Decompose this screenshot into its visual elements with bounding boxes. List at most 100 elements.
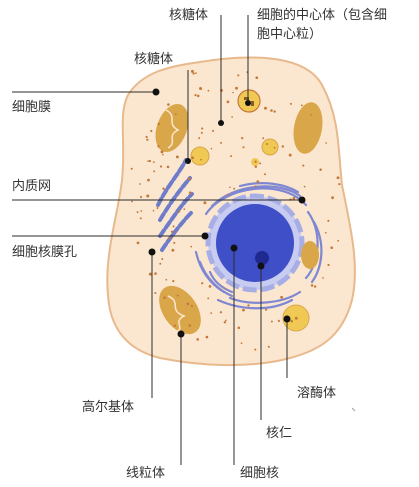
ribosome-dot xyxy=(195,72,197,74)
ribosome-dot xyxy=(290,103,292,105)
ribosome-dot xyxy=(254,349,256,351)
ribosome-dot xyxy=(176,155,179,158)
ribosome-dot xyxy=(145,136,147,138)
ribosome-dot xyxy=(157,145,159,147)
ribosome-dot xyxy=(201,132,203,134)
ribosome-dot xyxy=(293,197,296,200)
anchor-centrosome xyxy=(245,100,251,106)
ribosome-dot xyxy=(274,147,276,149)
ribosome-dot xyxy=(153,170,155,172)
ribosome-dot xyxy=(183,208,185,210)
ribosome-dot xyxy=(171,231,173,233)
nucleus-body xyxy=(216,204,294,282)
ribosome-dot xyxy=(198,137,200,139)
ribosome-dot xyxy=(172,225,174,227)
anchor-ribosome-upper xyxy=(185,158,191,164)
anchor-golgi xyxy=(149,249,156,256)
decor-mark xyxy=(352,408,355,411)
label-centrosome-line1: 细胞的中心体（包含细 xyxy=(257,7,387,24)
ribosome-dot xyxy=(146,195,149,198)
ribosome-dot xyxy=(235,87,238,90)
ribosome-dot xyxy=(227,101,230,104)
ribosome-dot xyxy=(238,327,241,330)
lysosome-3 xyxy=(262,139,278,155)
ribosome-dot xyxy=(331,196,334,199)
ribosome-dot xyxy=(189,191,192,194)
ribosome-dot xyxy=(282,145,284,147)
ribosome-dot xyxy=(229,186,231,188)
ribosome-dot xyxy=(255,185,257,187)
ribosome-dot xyxy=(327,264,329,266)
ribosome-dot xyxy=(280,296,283,299)
ribosome-dot xyxy=(295,317,298,320)
ribosome-dot xyxy=(220,311,222,313)
ribosome-dot xyxy=(153,161,155,163)
ribosome-dot xyxy=(191,305,193,307)
ribosome-dot xyxy=(161,258,163,260)
ribosome-dot xyxy=(302,165,304,167)
label-mitochondrion: 线粒体 xyxy=(126,465,165,482)
ribosome-dot xyxy=(259,162,261,164)
ribosome-dot xyxy=(200,88,202,90)
label-centrosome-line2: 胞中心粒） xyxy=(257,26,322,43)
ribosome-dot xyxy=(314,285,316,287)
ribosome-dot xyxy=(256,180,259,183)
anchor-nucleolus xyxy=(258,263,265,270)
ribosome-dot xyxy=(208,90,210,92)
label-nucleus: 细胞核 xyxy=(240,465,279,482)
ribosome-dot xyxy=(231,116,233,118)
ribosome-dot xyxy=(264,173,266,175)
label-lysosome: 溶酶体 xyxy=(297,385,336,402)
label-nucleolus: 核仁 xyxy=(266,425,292,442)
ribosome-dot xyxy=(209,285,212,288)
ribosome-dot xyxy=(227,194,229,196)
ribosome-dot xyxy=(146,139,148,141)
ribosome-dot xyxy=(158,123,160,125)
ribosome-dot xyxy=(223,287,225,289)
ribosome-dot xyxy=(165,279,167,281)
ribosome-dot xyxy=(200,159,202,161)
ribosome-dot xyxy=(197,95,200,98)
anchor-membrane xyxy=(153,89,160,96)
ribosome-dot xyxy=(254,161,256,163)
ribosome-dot xyxy=(160,165,162,167)
ribosome-dot xyxy=(278,320,280,322)
ribosome-dot xyxy=(187,303,190,306)
ribosome-dot xyxy=(325,232,327,234)
ribosome-dot xyxy=(247,304,249,306)
label-endoplasmic-reticulum: 内质网 xyxy=(12,178,51,195)
ribosome-dot xyxy=(177,295,179,297)
ribosome-dot xyxy=(301,104,303,106)
ribosome-dot xyxy=(212,130,214,132)
ribosome-dot xyxy=(171,249,174,252)
ribosome-dot xyxy=(289,154,292,157)
ribosome-dot xyxy=(162,154,164,156)
ribosome-dot xyxy=(178,210,180,212)
ribosome-dot xyxy=(147,179,150,182)
ribosome-dot xyxy=(175,113,177,115)
ribosome-dot xyxy=(230,155,232,157)
ribosome-dot xyxy=(167,166,170,169)
ribosome-dot xyxy=(304,186,306,188)
ribosome-dot xyxy=(194,94,196,96)
ribosome-dot xyxy=(201,127,203,129)
ribosome-dot xyxy=(167,103,170,106)
ribosome-dot xyxy=(149,160,151,162)
ribosome-dot xyxy=(154,272,157,275)
ribosome-dot xyxy=(147,160,149,162)
ribosome-dot xyxy=(131,168,133,170)
ribosome-dot xyxy=(233,188,235,190)
ribosome-dot xyxy=(237,74,239,76)
ribosome-dot xyxy=(271,321,273,323)
anchor-mitochondrion xyxy=(178,331,185,338)
ribosome-dot xyxy=(262,137,264,139)
ribosome-dot xyxy=(173,242,175,244)
ribosome-dot xyxy=(255,76,258,79)
ribosome-dot xyxy=(338,183,340,185)
ribosome-dot xyxy=(290,320,293,323)
ribosome-dot xyxy=(337,240,339,242)
ribosome-dot xyxy=(131,201,133,203)
ribosome-dot xyxy=(210,312,212,314)
anchor-nuclear-pore xyxy=(202,233,209,240)
